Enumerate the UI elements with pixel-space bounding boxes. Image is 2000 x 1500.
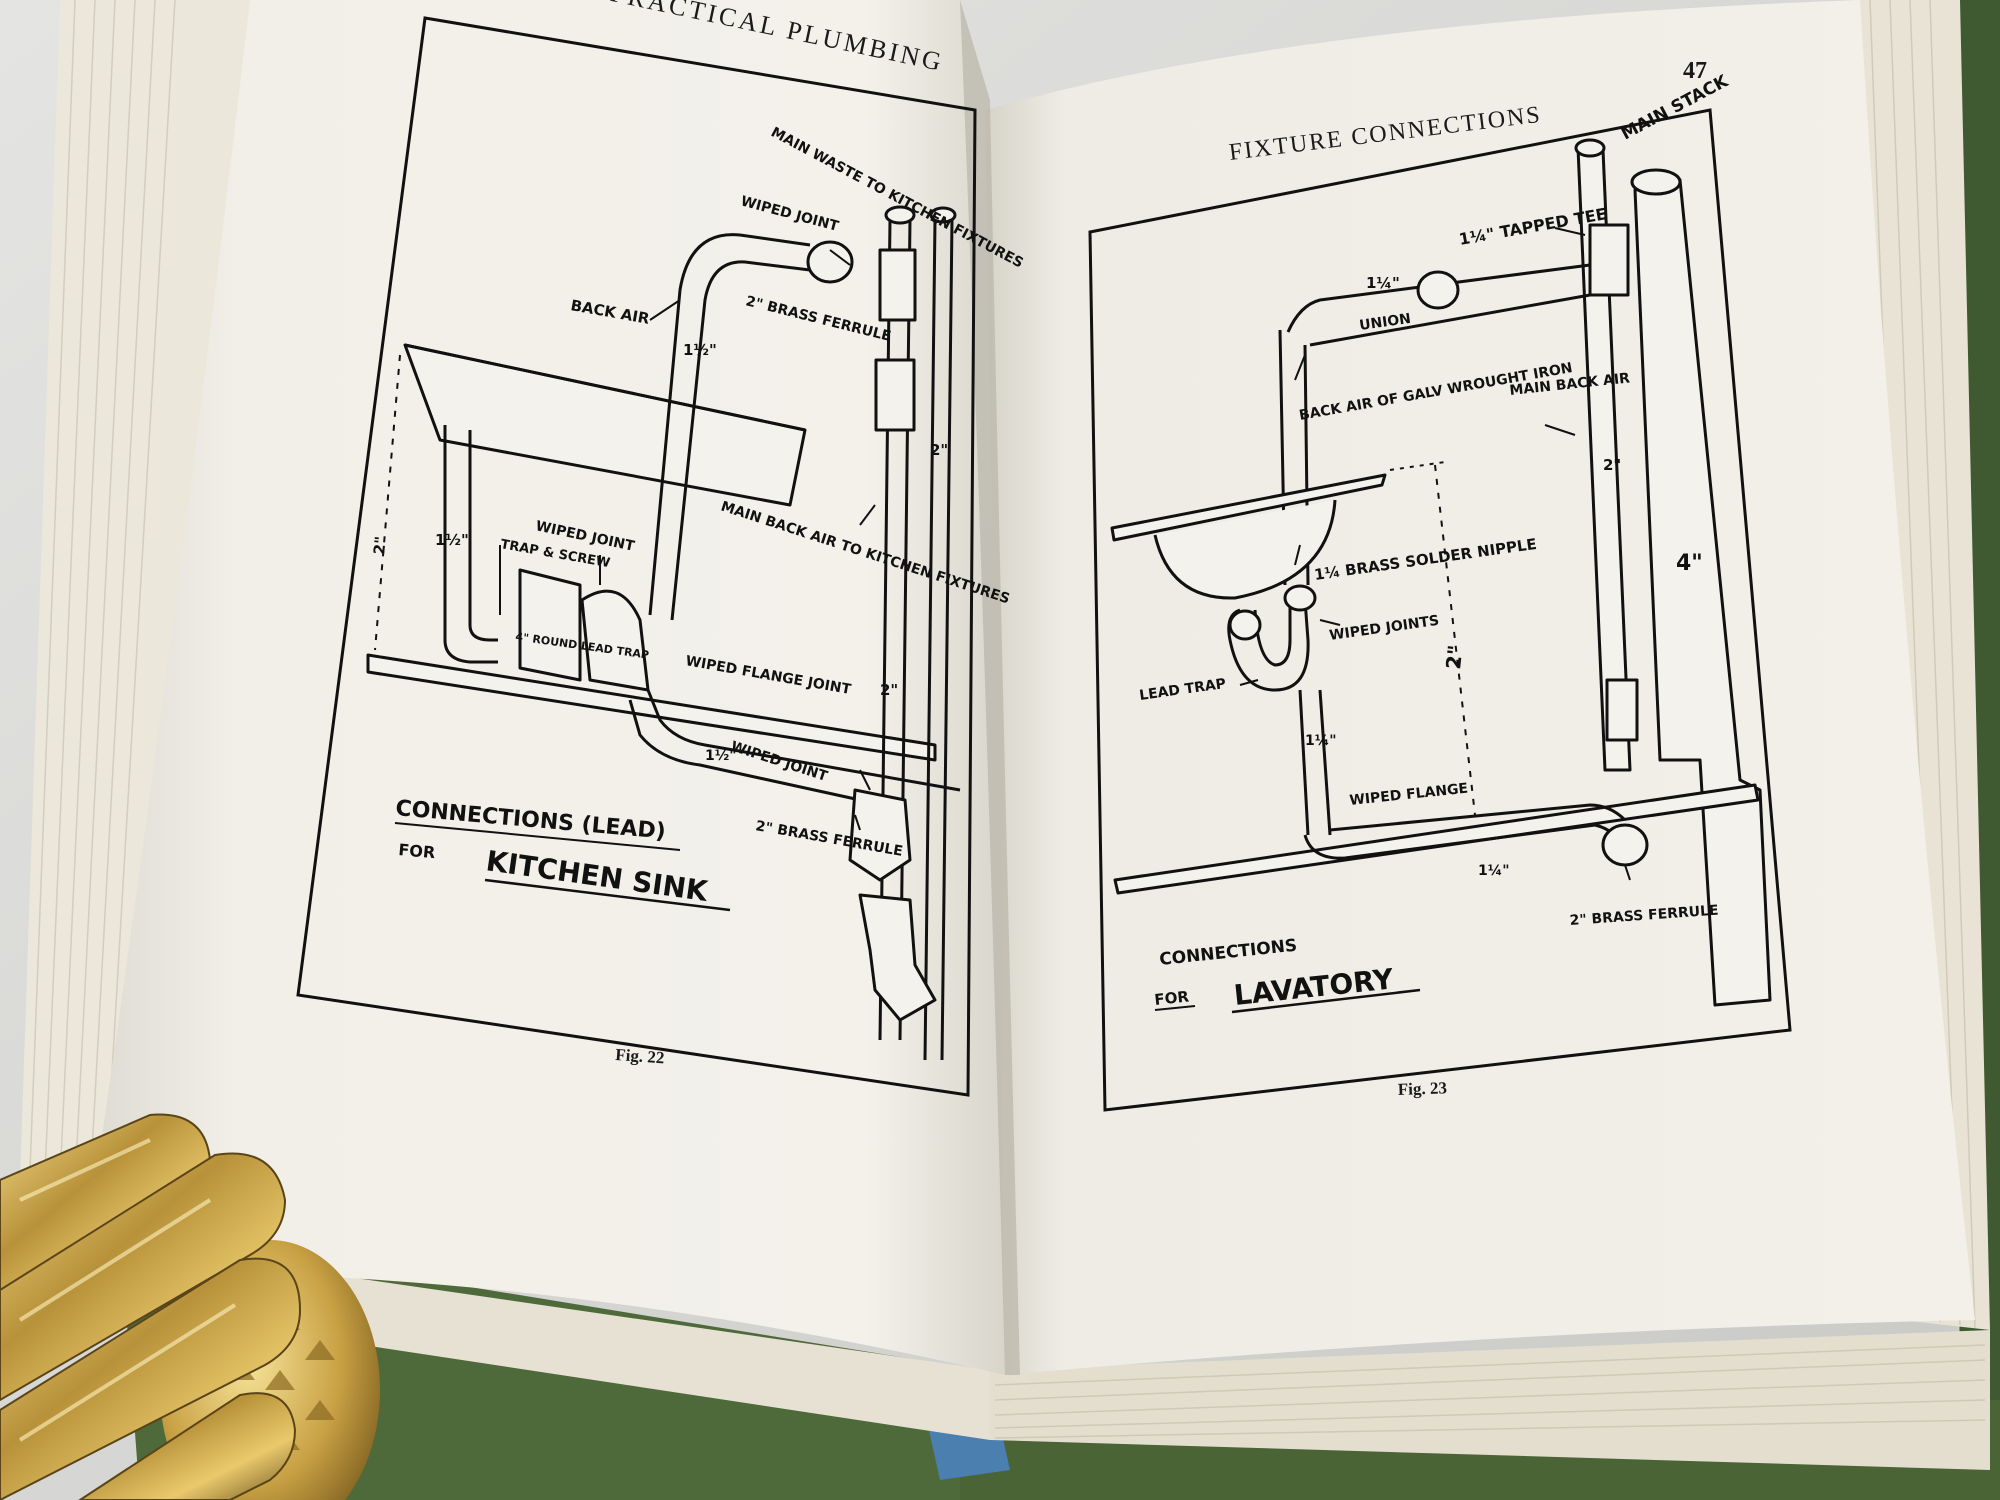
label-size-1-25-top: 1¼": [1366, 274, 1400, 292]
brass-finger-3: [0, 1257, 302, 1500]
right-page: [985, 0, 1975, 1375]
label-size-1-5-low: 1½": [705, 748, 737, 764]
fig22-frame: [296, 16, 977, 1097]
page-edges: [20, 0, 1990, 1470]
label-size-2: 2": [1603, 456, 1621, 474]
fig22-drawing: [366, 205, 961, 1061]
label-size-1-25-vertical: 1¼": [1305, 733, 1337, 749]
label-size-1-5-left: 1½": [435, 531, 469, 549]
label-size-2-dim: 2": [370, 535, 390, 555]
label-size-2-right: 2": [930, 441, 948, 459]
label-union: UNION: [1358, 311, 1412, 334]
brass-finger-2: [0, 1152, 287, 1402]
page-number: 47: [1683, 58, 1707, 84]
label-size-1-25-low: 1¼": [1478, 863, 1510, 879]
fig22-caption: Fig. 22: [615, 1045, 665, 1067]
brass-finger-4: [78, 1392, 297, 1500]
label-size-2-lower: 2": [880, 681, 898, 699]
fig23-caption: Fig. 23: [1397, 1078, 1447, 1099]
fig23-frame: [1088, 108, 1792, 1112]
label-size-4: 4": [1676, 551, 1703, 576]
fig23-title-for: FOR: [1154, 987, 1191, 1009]
label-size-1-5-vertical: 1½": [683, 341, 717, 359]
label-size-2-dim: 2": [1441, 644, 1467, 671]
fig23-drawing: [1110, 138, 1772, 1007]
brass-weight: [0, 1113, 380, 1500]
fig22-title-for: FOR: [398, 840, 436, 862]
